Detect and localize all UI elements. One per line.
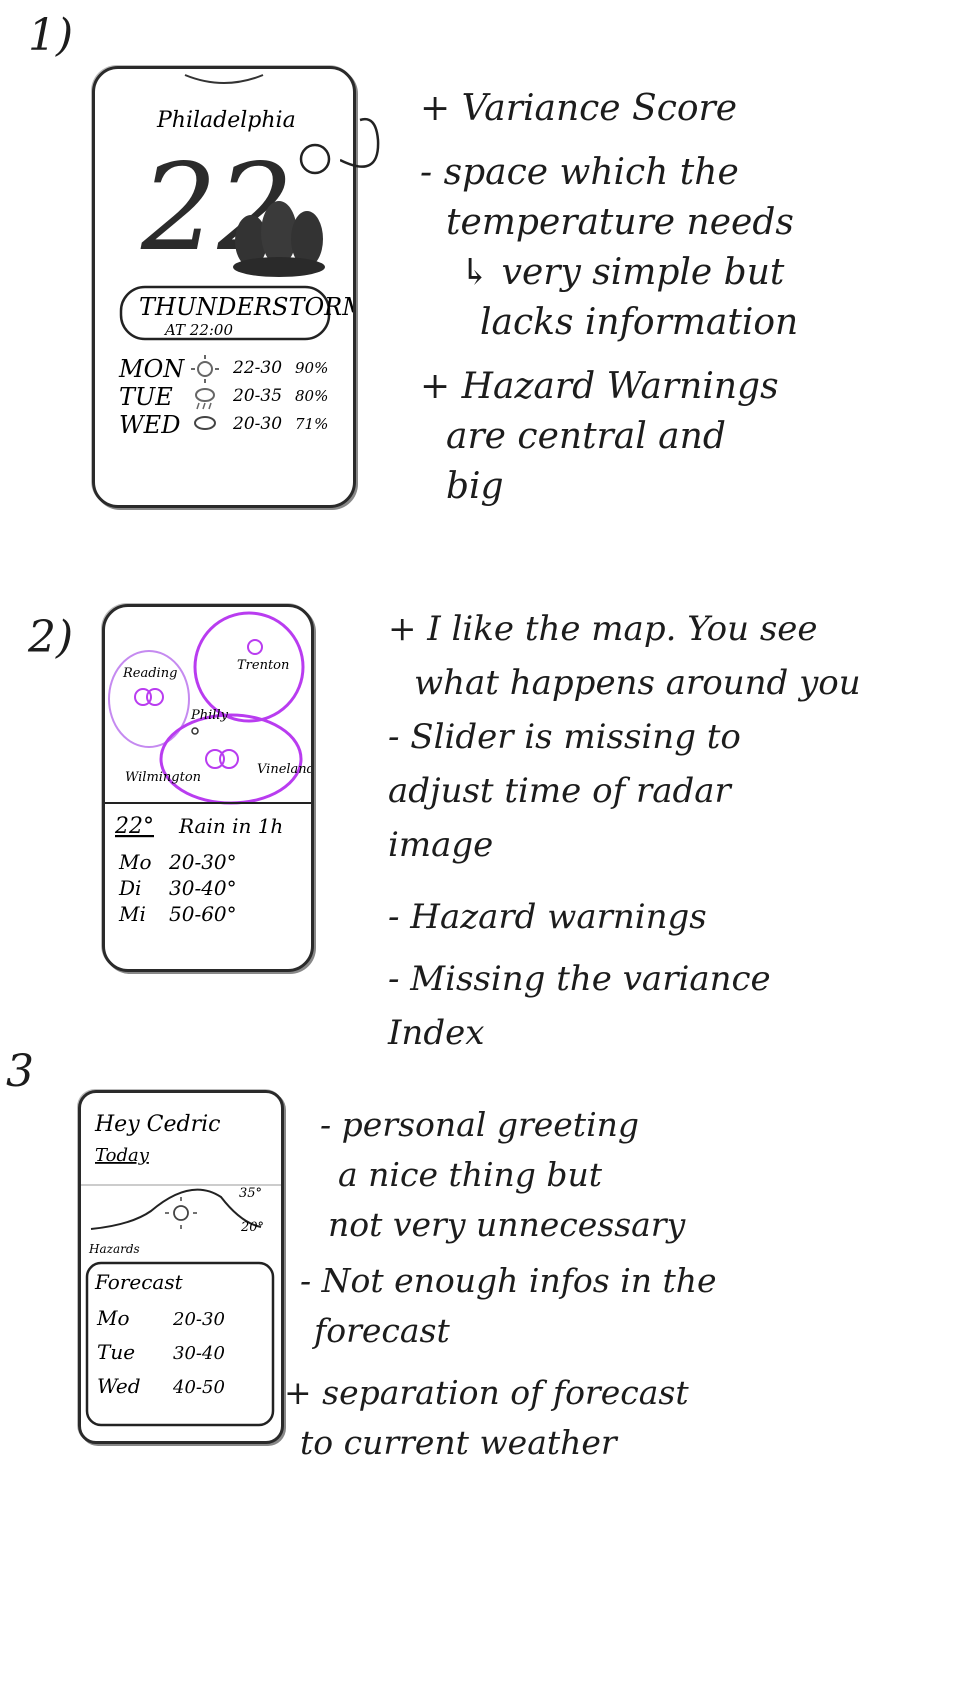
cloud-icon	[134, 688, 164, 706]
sketch-2-forecast: Mo 20-30° Di 30-40° Mi 50-60°	[118, 850, 237, 926]
note-line: - space which the	[420, 152, 739, 193]
forecast-day: Mi	[118, 902, 146, 926]
location-marker	[191, 727, 199, 735]
note-line: to current weather	[300, 1423, 617, 1462]
sketch-2-temperature: 22°	[114, 814, 154, 839]
note-line: a nice thing but	[338, 1155, 603, 1194]
sketch-1-number: 1)	[28, 10, 74, 61]
note-line: temperature needs	[446, 202, 794, 243]
variance-score-circle	[299, 143, 331, 175]
note-line: - personal greeting	[320, 1105, 639, 1144]
note-line: ↳ very simple but	[460, 252, 785, 293]
forecast-day: Mo	[96, 1306, 130, 1330]
sketch-2-number: 2)	[28, 612, 74, 663]
sketch-3-number: 3	[6, 1046, 34, 1097]
forecast-range: 30-40	[173, 1343, 225, 1364]
sketch-1-alert-title: THUNDERSTORM	[139, 293, 353, 321]
cloud-icon	[194, 416, 216, 430]
forecast-range: 20-30°	[168, 850, 237, 874]
storm-cloud-icon	[233, 201, 325, 277]
sketch-3-phone: Hey Cedric Today 35° 20° Hazards Forecas…	[78, 1090, 284, 1444]
town-label: Vineland	[257, 762, 311, 777]
sketch-1-phone-drawing: Philadelphia 22 THUNDERSTORM AT 22:00 MO…	[118, 74, 368, 439]
sketch-2-notes: + I like the map. You see what happens a…	[388, 602, 861, 1060]
hazard-alert-pill	[119, 285, 331, 341]
sketch-1-notes: + Variance Score - space which the tempe…	[420, 84, 798, 512]
forecast-range: 40-50	[172, 1377, 225, 1398]
forecast-range: 30-40°	[169, 876, 237, 900]
note-line: + Hazard Warnings	[420, 366, 779, 407]
today-label: Today	[95, 1145, 150, 1166]
note-line: are central and	[446, 416, 726, 457]
forecast-range: 50-60°	[169, 902, 237, 926]
note-line: lacks information	[480, 302, 799, 343]
town-label: Reading	[122, 666, 177, 681]
town-label: Philly	[190, 708, 229, 723]
forecast-day: Mo	[118, 850, 152, 874]
forecast-percent: 80%	[295, 387, 328, 405]
sun-icon	[247, 639, 263, 655]
sketch-1-forecast: MON 22-30 90% TUE 20-35 80% WED 20-30 71%	[118, 355, 328, 439]
forecast-title: Forecast	[94, 1270, 184, 1294]
sketch-1-alert-time: AT 22:00	[163, 321, 233, 339]
forecast-percent: 71%	[295, 415, 328, 433]
forecast-percent: 90%	[295, 359, 328, 377]
forecast-range: 20-35	[232, 386, 282, 406]
town-label: Trenton	[237, 658, 289, 673]
note-line: big	[446, 466, 504, 507]
cloud-icon	[205, 749, 239, 769]
note-line: - Hazard warnings	[388, 897, 707, 937]
note-line: adjust time of radar	[388, 771, 731, 811]
sketch-3-phone-drawing: Hey Cedric Today 35° 20° Hazards Forecas…	[81, 1112, 281, 1427]
note-line: not very unnecessary	[328, 1205, 686, 1244]
sun-cloud-icon	[191, 355, 219, 383]
greeting-text: Hey Cedric	[94, 1112, 220, 1137]
sketch-1-connector	[340, 117, 380, 168]
forecast-card	[85, 1261, 275, 1427]
sketch-2-rain: Rain in 1h	[178, 814, 283, 838]
forecast-day: TUE	[119, 383, 173, 411]
forecast-day: Wed	[97, 1374, 141, 1398]
town-label: Wilmington	[125, 770, 201, 785]
temperature-curve	[90, 1188, 262, 1230]
sketch-3-notes: - personal greeting a nice thing but not…	[284, 1100, 717, 1468]
forecast-day: Tue	[97, 1340, 135, 1364]
note-line: + Variance Score	[420, 88, 738, 129]
forecast-range: 22-30	[232, 358, 282, 378]
sketch-1-city: Philadelphia	[156, 108, 296, 133]
sketch-1-phone: Philadelphia 22 THUNDERSTORM AT 22:00 MO…	[92, 66, 368, 508]
low-temp: 20°	[240, 1220, 264, 1235]
note-line: - Slider is missing to	[388, 717, 741, 757]
note-line: - Missing the variance	[388, 959, 771, 999]
note-line: + I like the map. You see	[388, 609, 818, 649]
note-line: forecast	[314, 1311, 450, 1350]
forecast-range: 20-30	[172, 1309, 225, 1330]
note-line: - Not enough infos in the	[300, 1261, 717, 1300]
note-line: what happens around you	[414, 663, 861, 703]
note-line: Index	[388, 1013, 485, 1053]
forecast-day: WED	[119, 411, 180, 439]
note-line: image	[388, 825, 494, 865]
note-line: + separation of forecast	[284, 1373, 689, 1412]
sun-icon	[165, 1197, 197, 1229]
forecast-day: Di	[118, 876, 141, 900]
forecast-day: MON	[118, 355, 185, 383]
rain-cloud-icon	[195, 388, 215, 410]
hazards-label: Hazards	[88, 1242, 140, 1256]
high-temp: 35°	[239, 1186, 262, 1201]
forecast-range: 20-30	[232, 414, 282, 434]
